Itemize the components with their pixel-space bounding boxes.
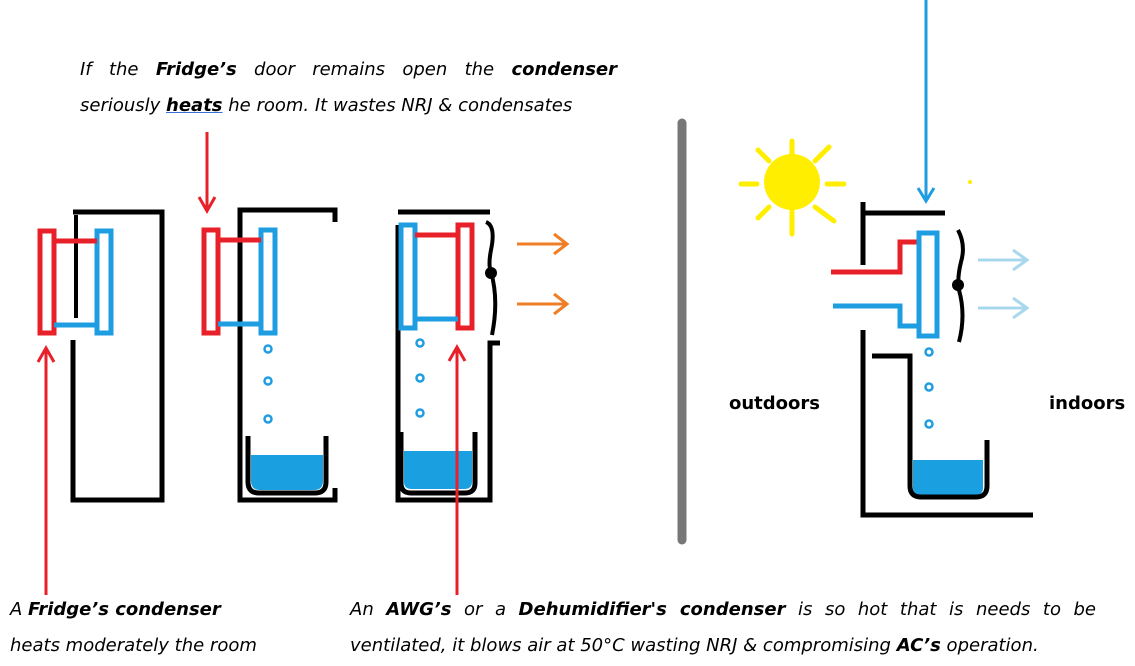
evaporator-coil-cold [398, 222, 418, 331]
water-droplet [924, 419, 934, 429]
condenser-coil-hot [201, 227, 221, 336]
pointer-arrow [447, 343, 467, 595]
water-level [251, 455, 323, 490]
label-outdoors: outdoors [729, 393, 820, 414]
evaporator-coil-cold [94, 228, 114, 336]
fridge-2-body [237, 207, 338, 503]
caption-top-line-2: seriously heats he room. It wastes NRJ &… [80, 95, 573, 116]
water-droplet [415, 373, 425, 383]
water-droplet [263, 376, 273, 386]
incoming-arrow-head [916, 187, 936, 204]
cool-air-arrow [978, 296, 1030, 320]
fan-blade [485, 220, 498, 336]
awg-dehumidifier [395, 209, 570, 503]
pointer-arrow [36, 344, 56, 595]
condenser-coil-hot [37, 228, 57, 336]
sun-icon [738, 138, 847, 237]
fan-hub [485, 267, 497, 279]
water-level [913, 460, 983, 495]
caption-bottom-left-line-1: A Fridge’s condenser [10, 599, 221, 620]
ac-lower-body [860, 330, 1033, 518]
fan-blade [956, 229, 965, 343]
caption-bottom-right-line-2: ventilated, it blows air at 50°C wasting… [350, 635, 1039, 656]
pointer-arrow [197, 132, 217, 215]
ac-inner-shelf [872, 353, 913, 462]
evaporator-coil-cold [258, 227, 278, 336]
condenser-coil-hot [455, 222, 475, 331]
hot-air-arrow [517, 232, 570, 256]
hot-air-arrow [517, 292, 570, 316]
fan-hub [952, 279, 964, 291]
water-droplet [415, 338, 425, 348]
fridge-closed [37, 209, 165, 503]
water-tank [245, 436, 329, 496]
water-droplet [924, 382, 934, 392]
caption-bottom-left: A Fridge’s condenser heats moderately th… [10, 600, 257, 656]
refrigerant-pipe-cold [833, 303, 919, 329]
evaporator-coil-cold [916, 230, 940, 339]
refrigerant-pipe-hot [831, 239, 919, 275]
caption-top-line-1: If the Fridge’s door remains open the co… [80, 59, 617, 80]
sun-speck [968, 180, 972, 184]
water-droplet [263, 344, 273, 354]
water-level [404, 451, 472, 489]
water-tank [907, 440, 990, 500]
caption-top: If the Fridge’s door remains open the co… [80, 60, 617, 116]
water-droplet [415, 408, 425, 418]
caption-bottom-left-line-2: heats moderately the room [10, 635, 257, 656]
label-indoors: indoors [1049, 393, 1126, 414]
fridge-1-body [70, 209, 165, 503]
water-droplet [263, 414, 273, 424]
caption-bottom-right: An AWG’s or a Dehumidifier's condenser i… [350, 600, 1096, 656]
awg-body [395, 225, 500, 503]
fridge-open [201, 207, 338, 503]
caption-bottom-right-line-1: An AWG’s or a Dehumidifier's condenser i… [350, 599, 1097, 620]
cool-air-arrow [978, 248, 1030, 272]
water-droplet [924, 347, 934, 357]
wall-ac-unit [831, 0, 1033, 518]
water-tank [398, 432, 478, 496]
